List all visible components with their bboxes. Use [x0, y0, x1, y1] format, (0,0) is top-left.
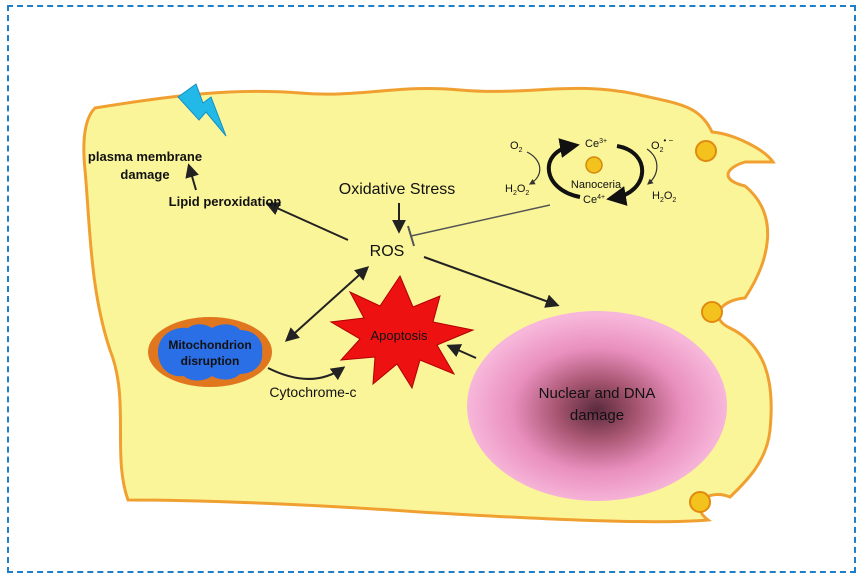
apoptosis-label: Apoptosis	[370, 328, 428, 343]
oxidative-stress-label: Oxidative Stress	[339, 181, 455, 198]
left-h2o2-label: H2O2	[505, 183, 529, 197]
ce4-label: Ce4+	[583, 194, 605, 206]
left-o2-label: O2	[510, 140, 523, 154]
inhibition-line	[410, 204, 551, 237]
ros-label: ROS	[370, 243, 405, 260]
plasma-membrane-label-line1: plasma membrane	[88, 149, 202, 164]
nanoceria-label: Nanoceria	[571, 179, 622, 191]
arrow-nucleus-to-apoptosis	[446, 344, 477, 359]
cytochrome-c-label: Cytochrome-c	[269, 384, 356, 400]
membrane-particle	[695, 140, 717, 162]
left-cycle-arrow	[526, 151, 541, 185]
cycle-arc-right	[606, 144, 645, 206]
nuclear-label-line1: Nuclear and DNA	[539, 385, 656, 402]
right-cycle-arrow	[646, 148, 658, 185]
mitochondrion-label-line1: Mitochondrion	[168, 338, 251, 352]
mitochondrion-label-line2: disruption	[181, 354, 240, 368]
arrow-ros-to-nucleus	[423, 256, 560, 308]
ce3-label: Ce3+	[585, 138, 607, 150]
membrane-particle	[689, 491, 711, 513]
nanoceria-particle	[585, 156, 603, 174]
cycle-arc-left	[546, 138, 581, 199]
lipid-peroxidation-label: Lipid peroxidation	[169, 194, 282, 209]
membrane-particle	[701, 301, 723, 323]
dashed-frame	[7, 5, 856, 573]
lightning-icon	[177, 83, 227, 137]
plasma-membrane-label-line2: damage	[120, 167, 169, 182]
nuclear-label-line2: damage	[570, 407, 624, 424]
right-h2o2-label: H2O2	[652, 190, 676, 204]
arrow-ros-mito	[284, 266, 370, 342]
nucleus	[467, 311, 727, 501]
arrow-lipid-to-membrane	[185, 163, 199, 191]
mitochondrion-inner	[158, 324, 263, 381]
arrow-ros-to-lipid	[265, 202, 349, 241]
arrow-cytochrome-to-apoptosis	[267, 366, 346, 381]
right-o2-label: O2• −	[651, 136, 673, 154]
inhibition-bar	[407, 225, 415, 247]
